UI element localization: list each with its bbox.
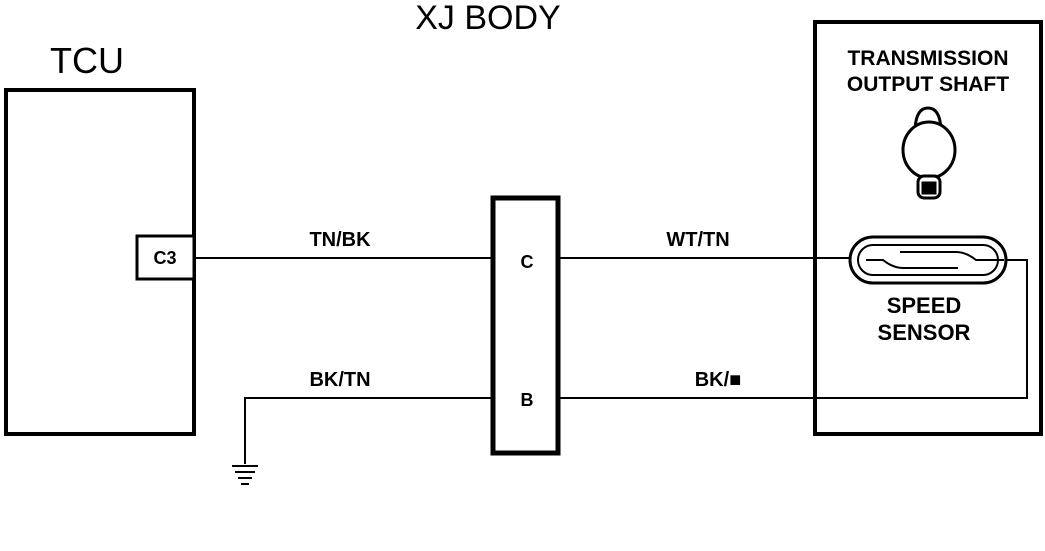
speed-sensor-label-line1: SPEED <box>887 293 962 318</box>
wire-label-bk-tn: BK/TN <box>309 369 370 391</box>
connector-pin-b: B <box>521 390 534 410</box>
speed-sensor-label-line2: SENSOR <box>878 320 971 345</box>
wire-ground-to-connector <box>244 397 493 464</box>
diagram-title: XJ BODY <box>415 0 560 37</box>
transmission-box <box>813 20 1043 436</box>
wire-label-tn-bk: TN/BK <box>309 229 371 251</box>
wire-label-wt-tn: WT/TN <box>666 229 729 251</box>
speed-sensor-icon <box>848 235 1008 285</box>
ground-icon <box>232 465 258 485</box>
tcu-pin-box <box>135 234 196 281</box>
tcu-pin-label: C3 <box>153 248 176 268</box>
inline-connector <box>490 195 561 456</box>
transmission-title-line2: OUTPUT SHAFT <box>847 73 1009 96</box>
tcu-label: TCU <box>50 40 124 81</box>
transmission-title-line1: TRANSMISSION <box>847 47 1008 70</box>
wire-connector-to-sensor-bottom <box>558 259 1028 399</box>
output-shaft-icon <box>901 106 957 200</box>
wire-label-bk-other: BK/■ <box>695 369 742 391</box>
connector-pin-c: C <box>521 252 534 272</box>
